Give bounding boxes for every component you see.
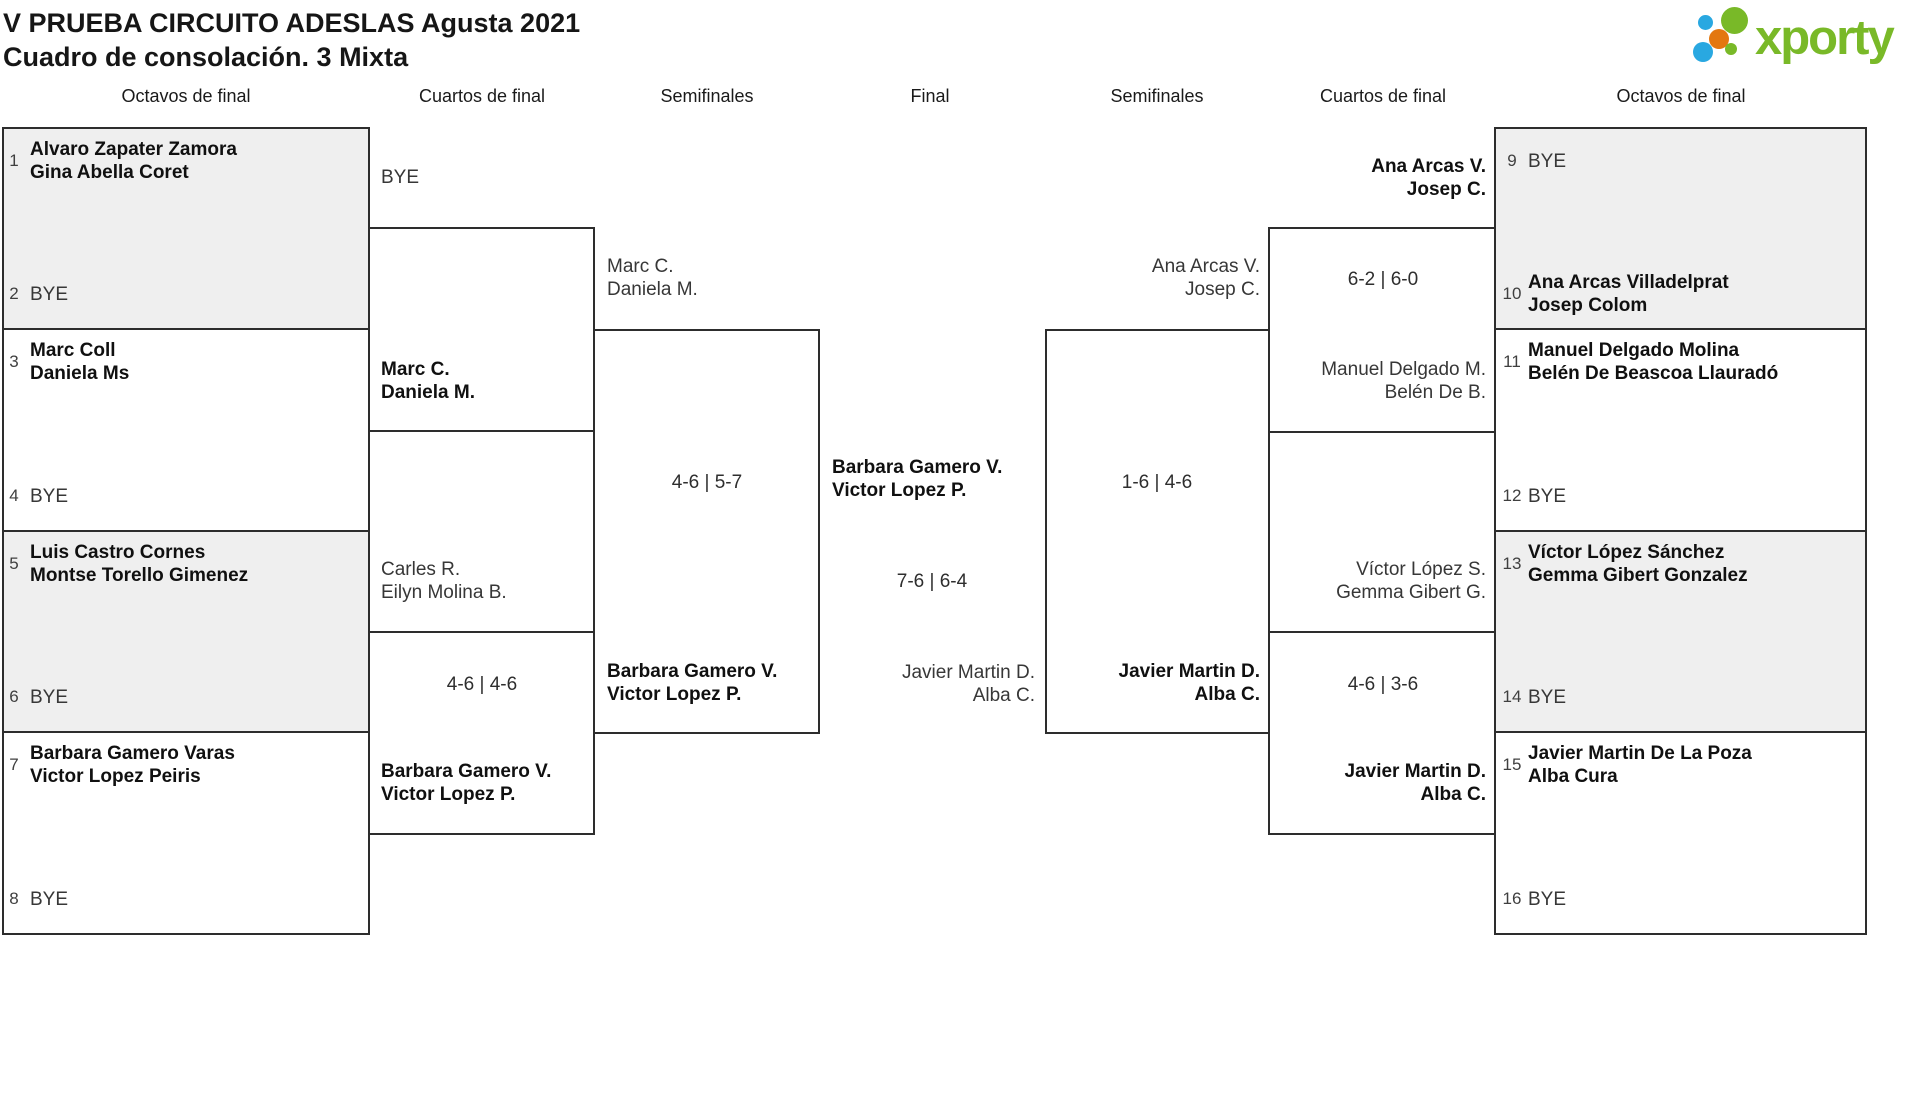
bracket-entry: BYE — [1528, 150, 1567, 172]
match-team-sf_left-top[interactable]: Marc C.Daniela M. — [607, 256, 698, 300]
page-title: V PRUEBA CIRCUITO ADESLAS Agusta 2021 Cu… — [3, 6, 580, 74]
match-team-qf_right_2-bottom[interactable]: Javier Martin D.Alba C. — [1344, 761, 1487, 805]
round-header-3: Semifinales — [660, 86, 754, 106]
octavos-box-octR-1 — [1494, 127, 1867, 330]
bracket-entry: BYE — [30, 283, 69, 305]
seed-number: 14 — [1502, 687, 1522, 706]
seed-number: 2 — [9, 284, 19, 303]
seed-number: 4 — [9, 486, 19, 505]
bracket-entry: BYE — [1528, 888, 1567, 910]
match-score-qf_right_2: 4-6 | 3-6 — [1347, 674, 1419, 695]
match-team-final-bottom[interactable]: Javier Martin D.Alba C. — [901, 662, 1035, 706]
match-team-qf_right_2-top[interactable]: Víctor López S.Gemma Gibert G. — [1336, 559, 1486, 603]
match-team-sf_right-bottom[interactable]: Javier Martin D.Alba C. — [1118, 661, 1261, 705]
round-header-2: Cuartos de final — [418, 86, 546, 106]
seed-number: 12 — [1502, 486, 1522, 505]
seed-number: 15 — [1502, 755, 1522, 774]
bracket-entry: BYE — [30, 888, 69, 910]
match-team-final-top[interactable]: Barbara Gamero V.Victor Lopez P. — [832, 457, 1003, 501]
seed-number: 16 — [1502, 889, 1522, 908]
round-header-7: Octavos de final — [1616, 86, 1746, 106]
match-team-qf_left_1-top[interactable]: BYE — [381, 166, 420, 188]
seed-number: 10 — [1502, 284, 1522, 303]
match-team-qf_left_2-top[interactable]: Carles R.Eilyn Molina B. — [381, 559, 507, 603]
round-header-1: Octavos de final — [121, 86, 251, 106]
match-box-qf_right_1 — [1268, 227, 1496, 433]
match-box-sf_right — [1045, 329, 1270, 734]
bracket-entry: BYE — [30, 485, 69, 507]
bracket-entry: BYE — [1528, 686, 1567, 708]
match-team-qf_left_1-bottom[interactable]: Marc C.Daniela M. — [381, 359, 475, 403]
logo-dot-blue-small — [1698, 15, 1713, 30]
match-team-qf_left_2-bottom[interactable]: Barbara Gamero V.Victor Lopez P. — [381, 761, 552, 805]
match-score-sf_right: 1-6 | 4-6 — [1121, 472, 1193, 493]
logo-dot-green-small — [1725, 43, 1737, 55]
round-header-6: Cuartos de final — [1319, 86, 1447, 106]
logo-dot-blue-big — [1693, 42, 1713, 62]
seed-number: 1 — [9, 151, 19, 170]
match-score-qf_left_2: 4-6 | 4-6 — [446, 674, 518, 695]
logo-dot-orange — [1709, 29, 1729, 49]
seed-number: 9 — [1507, 151, 1517, 170]
round-header-5: Semifinales — [1110, 86, 1204, 106]
match-score-qf_right_1: 6-2 | 6-0 — [1347, 269, 1419, 290]
match-box-sf_left — [593, 329, 820, 734]
match-box-qf_right_2 — [1268, 631, 1496, 835]
bracket-entry: BYE — [1528, 485, 1567, 507]
seed-number: 13 — [1502, 554, 1522, 573]
tournament-title: V PRUEBA CIRCUITO ADESLAS Agusta 2021 — [3, 8, 581, 38]
seed-number: 8 — [9, 889, 19, 908]
match-team-sf_left-bottom[interactable]: Barbara Gamero V.Victor Lopez P. — [607, 661, 778, 705]
logo-dot-green-big — [1721, 7, 1748, 34]
match-score-final: 7-6 | 6-4 — [896, 571, 968, 592]
seed-number: 11 — [1503, 352, 1521, 371]
octavos-box-octL-1 — [2, 127, 370, 330]
seed-number: 3 — [9, 352, 19, 371]
match-score-sf_left: 4-6 | 5-7 — [671, 472, 743, 493]
tournament-subtitle: Cuadro de consolación. 3 Mixta — [3, 42, 409, 72]
round-header-4: Final — [910, 86, 950, 106]
logo-wordmark: xporty — [1755, 11, 1895, 65]
match-team-qf_right_1-bottom[interactable]: Manuel Delgado M.Belén De B. — [1321, 359, 1486, 403]
match-team-sf_right-top[interactable]: Ana Arcas V.Josep C. — [1151, 256, 1260, 300]
match-team-qf_right_1-top[interactable]: Ana Arcas V.Josep C. — [1371, 156, 1486, 200]
bracket-entry: BYE — [30, 686, 69, 708]
seed-number: 5 — [9, 554, 19, 573]
seed-number: 6 — [9, 687, 19, 706]
seed-number: 7 — [9, 755, 19, 774]
